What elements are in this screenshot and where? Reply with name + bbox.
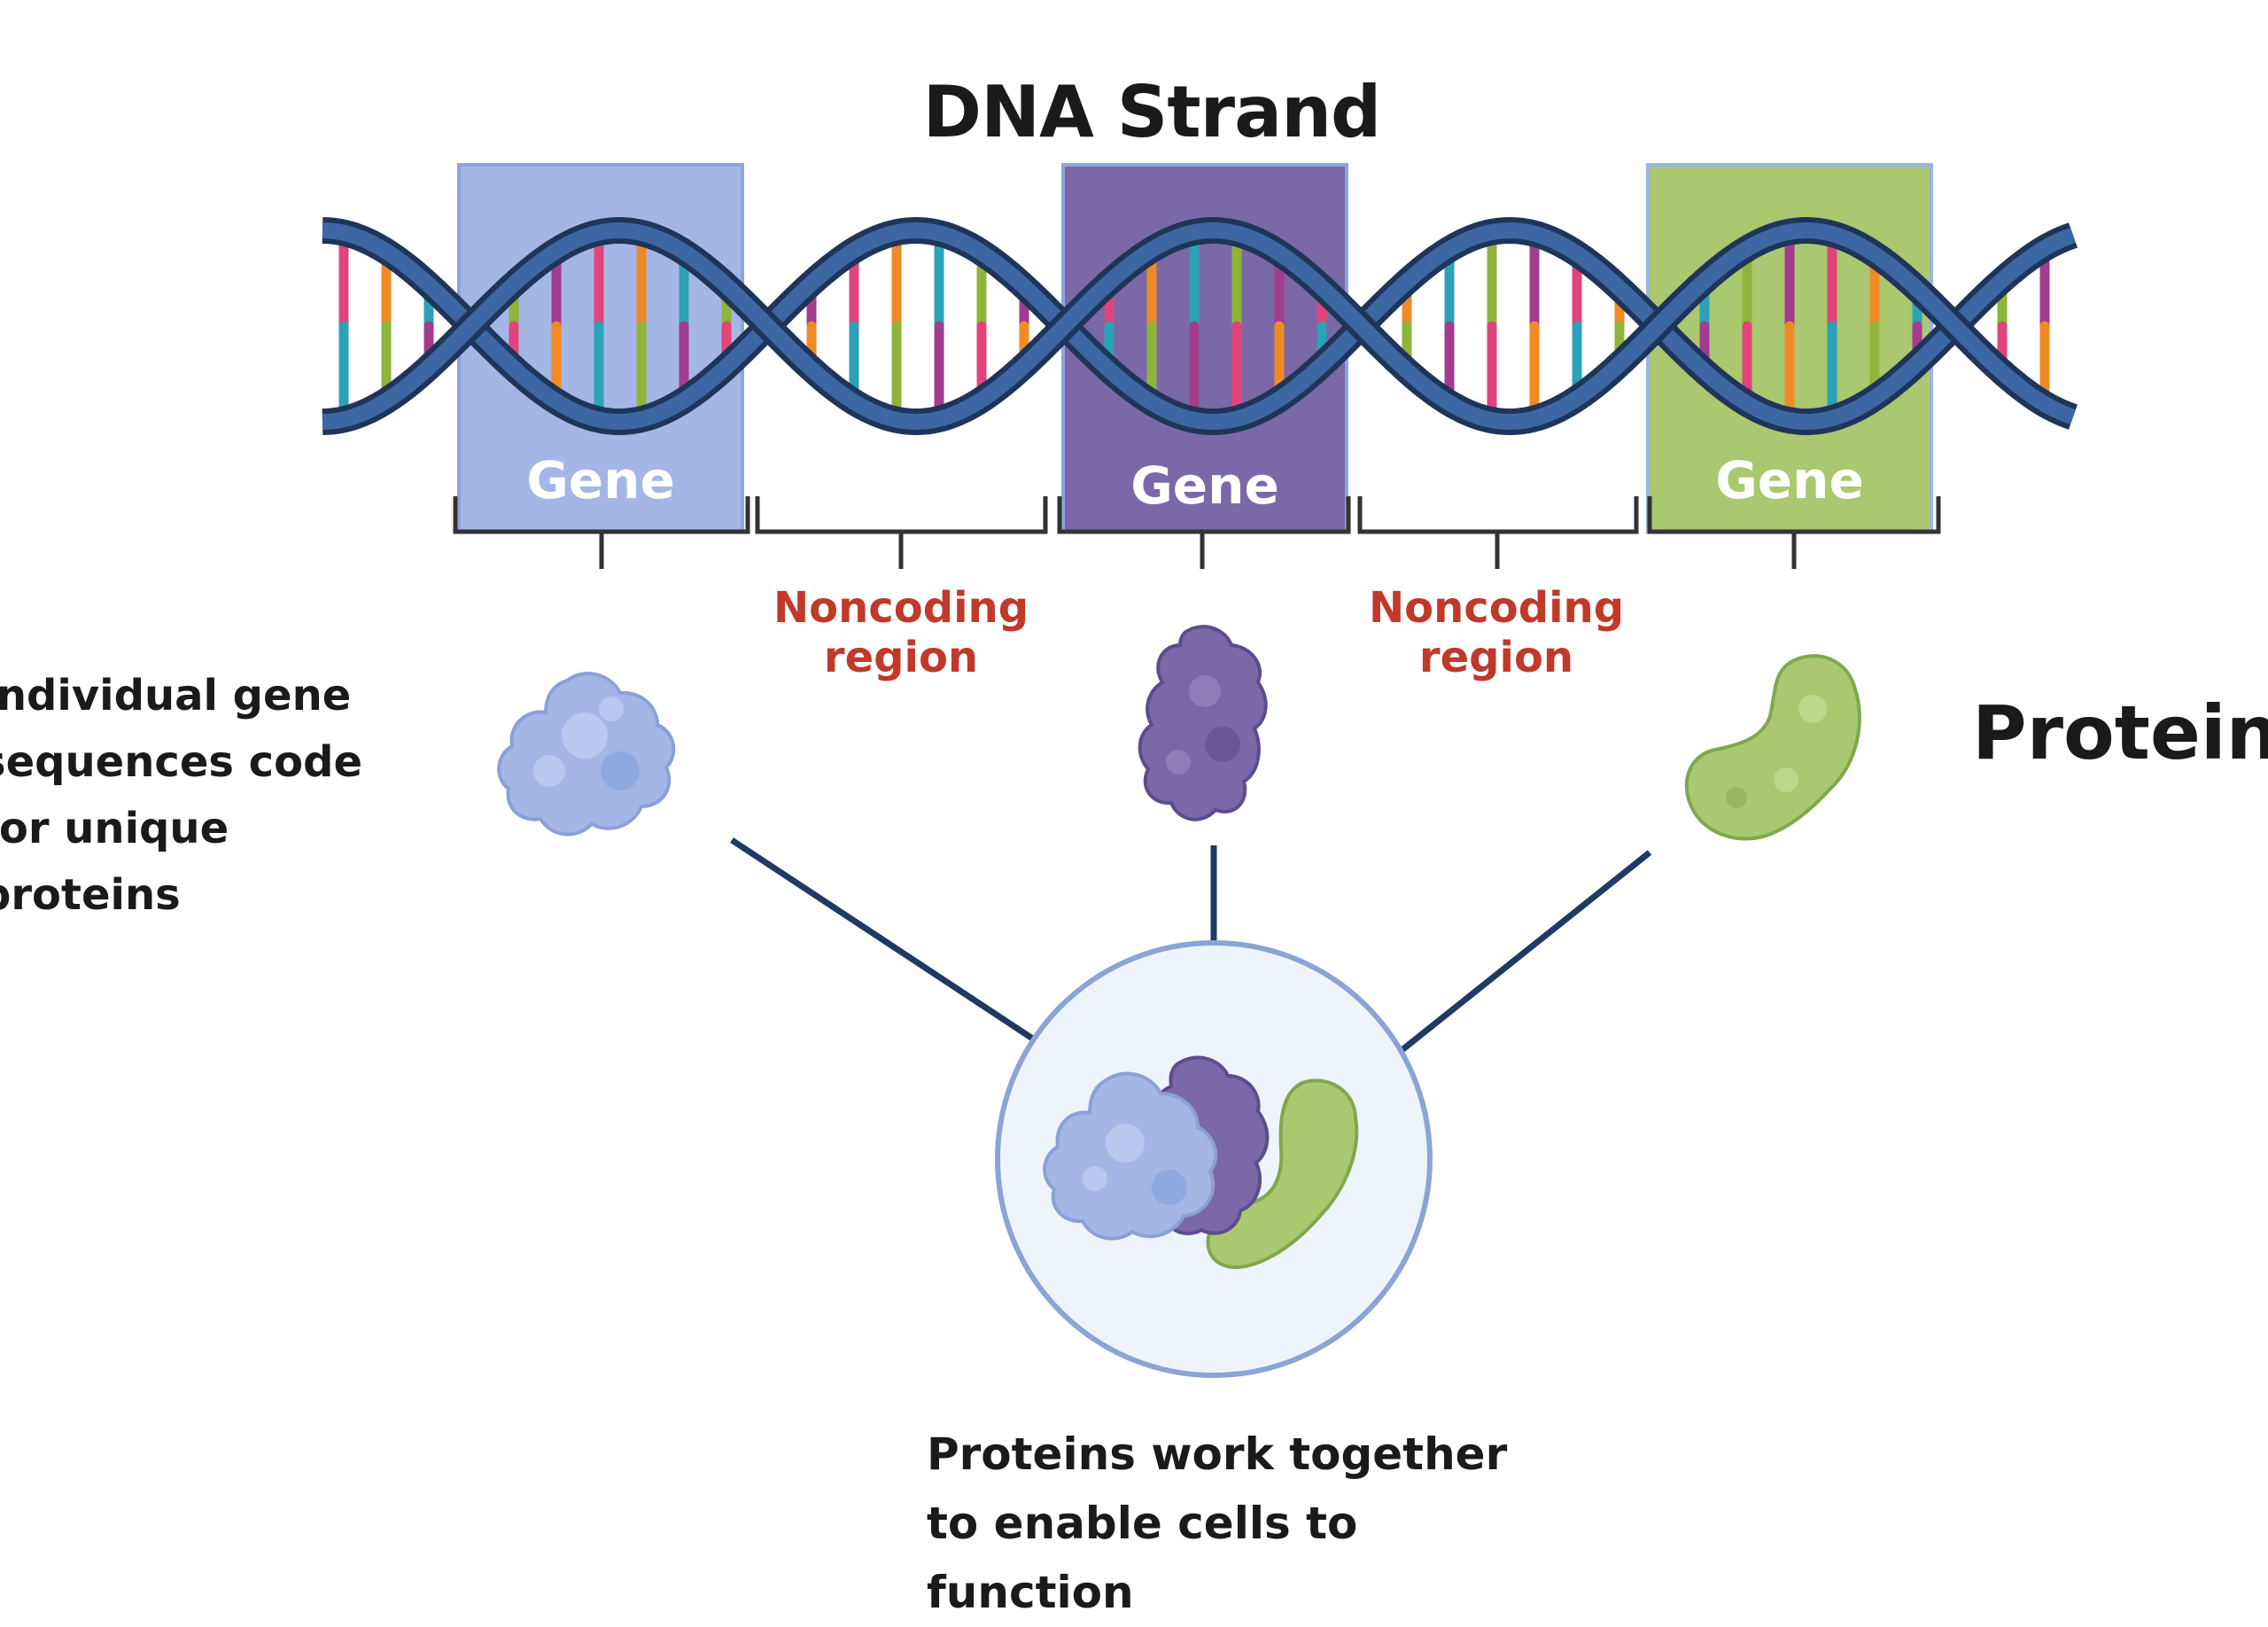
bracket-gene-1 xyxy=(453,496,750,569)
dna-base-pairs xyxy=(338,227,2050,425)
dna-diagram: DNA Strand Gene Gene Gene Noncoding regi… xyxy=(0,71,2268,1618)
brackets xyxy=(453,496,1941,569)
protein-purple xyxy=(1138,625,1268,821)
noncoding-label-2: Noncoding region xyxy=(1368,583,1625,682)
left-description: Individual gene sequences code for uniqu… xyxy=(0,671,363,920)
diagram-graphics xyxy=(322,163,2078,1378)
bracket-gene-2 xyxy=(1057,496,1351,569)
dna-backbone xyxy=(322,216,2078,436)
protein-blue xyxy=(497,672,676,837)
bracket-gene-3 xyxy=(1647,496,1941,569)
gene-label-1: Gene xyxy=(526,450,675,510)
page-title: DNA Strand xyxy=(922,71,1382,153)
protein-green xyxy=(1684,654,1861,841)
noncoding-label-1: Noncoding region xyxy=(773,583,1029,682)
backbone-strand-b xyxy=(322,222,2076,431)
backbone-strand-a xyxy=(322,222,2076,430)
bracket-noncoding-1 xyxy=(755,496,1048,569)
bottom-description: Proteins work together to enable cells t… xyxy=(927,1428,1508,1618)
arrow-left xyxy=(730,837,1076,1067)
arrow-right xyxy=(1373,850,1652,1073)
gene-label-2: Gene xyxy=(1130,455,1279,516)
protein-complex xyxy=(1043,1055,1359,1269)
gene-label-3: Gene xyxy=(1715,450,1864,510)
bracket-noncoding-2 xyxy=(1357,496,1639,569)
proteins-label: Proteins xyxy=(1972,689,2268,776)
